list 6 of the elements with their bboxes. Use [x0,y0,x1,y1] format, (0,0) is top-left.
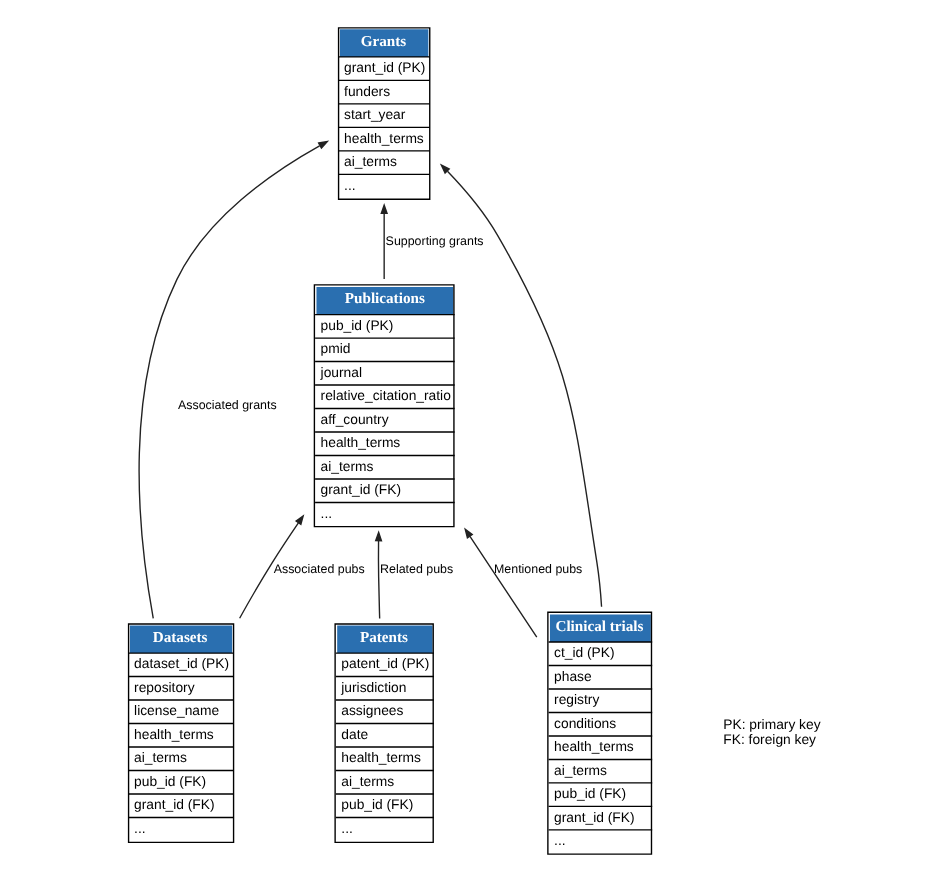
arrow [463,527,537,638]
arrow [379,203,388,280]
arrow [438,163,602,608]
arrow [137,140,329,620]
arrow [237,514,304,619]
arrow [373,530,382,620]
